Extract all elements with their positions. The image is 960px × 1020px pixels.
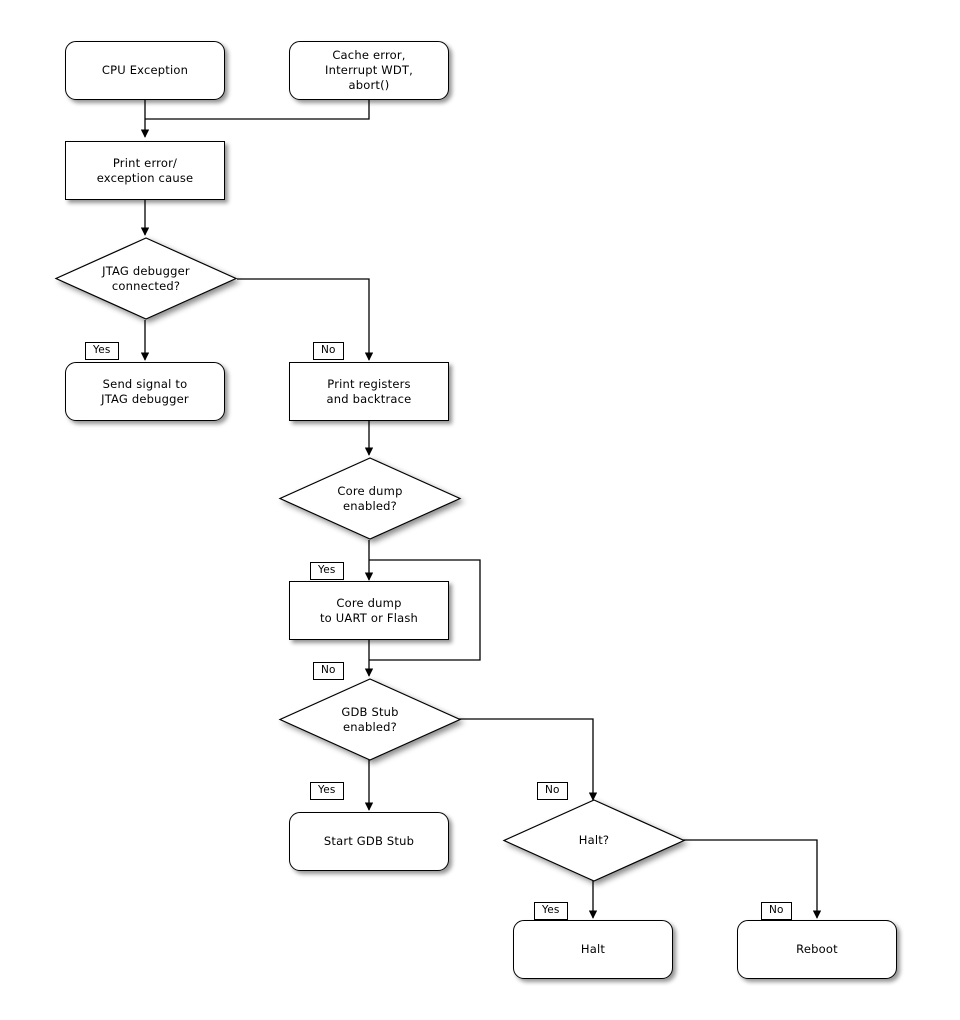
edge-label-gdb-yes: Yes — [310, 782, 344, 800]
node-print-registers[interactable]: Print registers and backtrace — [289, 362, 449, 421]
node-print-registers-label: Print registers and backtrace — [326, 376, 412, 406]
node-reboot[interactable]: Reboot — [737, 920, 897, 979]
node-jtag-connected[interactable]: JTAG debugger connected? — [54, 237, 238, 320]
node-gdb-stub-enabled[interactable]: GDB Stub enabled? — [278, 678, 462, 761]
node-print-error-label: Print error/ exception cause — [96, 155, 194, 185]
edge-gdb-no — [459, 718, 598, 801]
edge-halt-no — [683, 839, 822, 919]
node-halt-decision[interactable]: Halt? — [502, 799, 686, 882]
edge-label-halt-yes: Yes — [534, 902, 568, 920]
node-cache-error-label: Cache error, Interrupt WDT, abort() — [325, 48, 413, 92]
node-core-dump[interactable]: Core dump to UART or Flash — [289, 581, 449, 640]
node-start-gdb-stub-label: Start GDB Stub — [323, 834, 415, 848]
edge-coredump-bypass — [369, 559, 481, 661]
node-send-signal[interactable]: Send signal to JTAG debugger — [65, 362, 225, 421]
node-halt[interactable]: Halt — [513, 920, 673, 979]
node-cpu-exception-label: CPU Exception — [101, 63, 189, 77]
node-halt-label: Halt — [580, 942, 606, 956]
node-send-signal-label: Send signal to JTAG debugger — [101, 376, 189, 406]
edge-label-jtag-no: No — [313, 342, 344, 360]
edge-label-gdb-no: No — [537, 782, 568, 800]
node-reboot-label: Reboot — [796, 942, 838, 956]
edge-label-coredump-yes: Yes — [310, 562, 344, 580]
node-core-dump-label: Core dump to UART or Flash — [319, 595, 419, 625]
node-core-dump-enabled[interactable]: Core dump enabled? — [278, 457, 462, 540]
edge-jtag-no — [237, 278, 374, 361]
edge-cache-to-merge — [145, 100, 370, 120]
edge-label-jtag-yes: Yes — [85, 342, 119, 360]
edge-label-halt-no: No — [761, 902, 792, 920]
edge-label-coredump-no: No — [313, 662, 344, 680]
node-print-error[interactable]: Print error/ exception cause — [65, 141, 225, 200]
node-cpu-exception[interactable]: CPU Exception — [65, 41, 225, 100]
node-cache-error[interactable]: Cache error, Interrupt WDT, abort() — [289, 41, 449, 100]
node-start-gdb-stub[interactable]: Start GDB Stub — [289, 812, 449, 871]
